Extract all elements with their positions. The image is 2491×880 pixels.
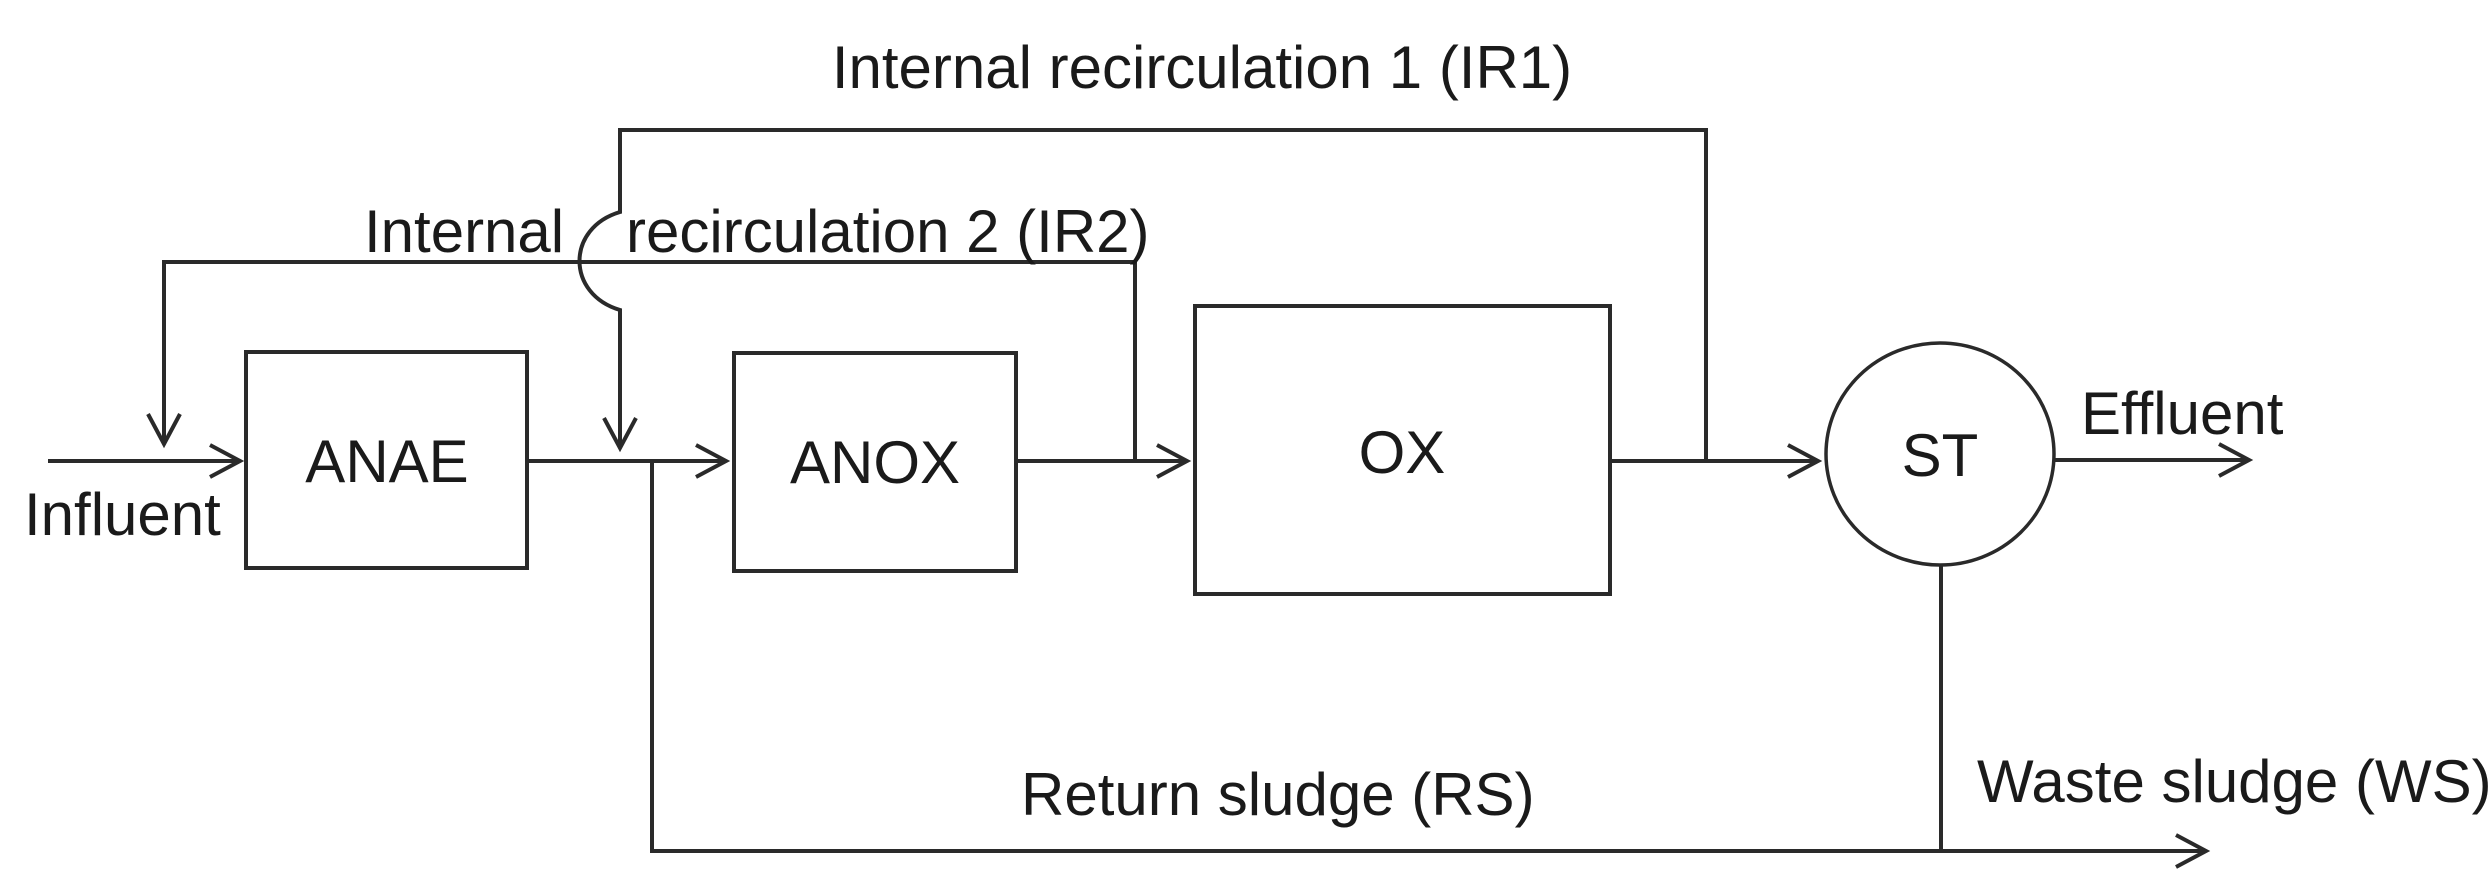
ir2-label-part2: recirculation 2 (IR2) <box>626 198 1150 265</box>
anox-box <box>732 351 1018 573</box>
return-sludge-line <box>650 461 1941 853</box>
ir2-label-part1: Internal <box>364 198 564 265</box>
anox-label: ANOX <box>790 429 960 496</box>
anae-label: ANAE <box>305 428 468 495</box>
waste-sludge-label: Waste sludge (WS) <box>1977 748 2491 815</box>
ox-label: OX <box>1359 419 1446 486</box>
ir2-recirculation-line <box>146 260 1137 461</box>
ox-box <box>1193 304 1612 596</box>
st-label: ST <box>1902 422 1979 489</box>
settling-tank-circle <box>1824 341 2056 567</box>
ir1-label: Internal recirculation 1 (IR1) <box>832 34 1572 101</box>
effluent-label: Effluent <box>2081 380 2284 447</box>
influent-label: Influent <box>24 481 221 548</box>
waste-sludge-arrow-line <box>1939 566 2211 869</box>
return-sludge-label: Return sludge (RS) <box>1021 761 1535 828</box>
anae-box <box>244 350 529 570</box>
ir1-recirculation-line <box>577 128 1708 461</box>
